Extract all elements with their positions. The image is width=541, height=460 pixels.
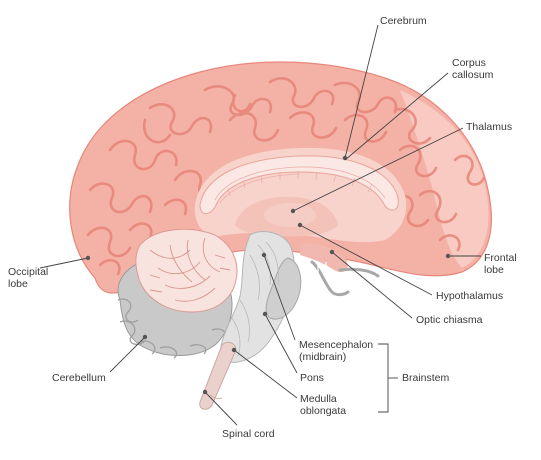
label-occipital-line1: Occipital <box>8 266 49 278</box>
label-frontal-line1: Frontal <box>484 252 517 264</box>
label-mesencephalon-line2: (midbrain) <box>299 351 347 363</box>
leader-mesencephalon <box>263 254 296 341</box>
leader-pons <box>264 313 298 374</box>
leader-lines <box>39 24 481 426</box>
label-cerebellum: Cerebellum <box>52 372 106 384</box>
leader-cerebrum <box>344 24 379 159</box>
label-frontal-line2: lobe <box>484 264 504 276</box>
label-cerebrum: Cerebrum <box>380 15 427 27</box>
leader-occipital <box>39 257 89 269</box>
label-spinal-cord: Spinal cord <box>222 428 275 440</box>
brainstem-bracket <box>378 343 389 413</box>
label-pons: Pons <box>300 372 324 384</box>
label-brainstem: Brainstem <box>402 372 450 384</box>
cerebellum-shape <box>117 228 238 359</box>
label-corpus-callosum-line2: callosum <box>452 69 494 81</box>
label-medulla-line2: oblongata <box>300 405 347 417</box>
leader-medulla <box>233 349 298 399</box>
label-corpus-callosum-line1: Corpus <box>452 57 486 69</box>
label-optic-chiasma: Optic chiasma <box>416 314 483 326</box>
leader-corpus-callosum <box>344 72 449 161</box>
label-medulla-line1: Medulla <box>300 393 337 405</box>
label-mesencephalon-line1: Mesencephalon <box>299 339 374 351</box>
label-hypothalamus: Hypothalamus <box>436 290 504 302</box>
leader-hypothalamus <box>299 224 433 296</box>
leader-cerebellum <box>109 336 146 373</box>
leader-thalamus <box>292 127 464 212</box>
brainstem-shape <box>199 231 302 410</box>
label-thalamus: Thalamus <box>466 121 513 133</box>
label-occipital-line2: lobe <box>8 278 28 290</box>
leader-optic-chiasma <box>331 251 413 319</box>
leader-spinal-cord <box>204 391 238 426</box>
